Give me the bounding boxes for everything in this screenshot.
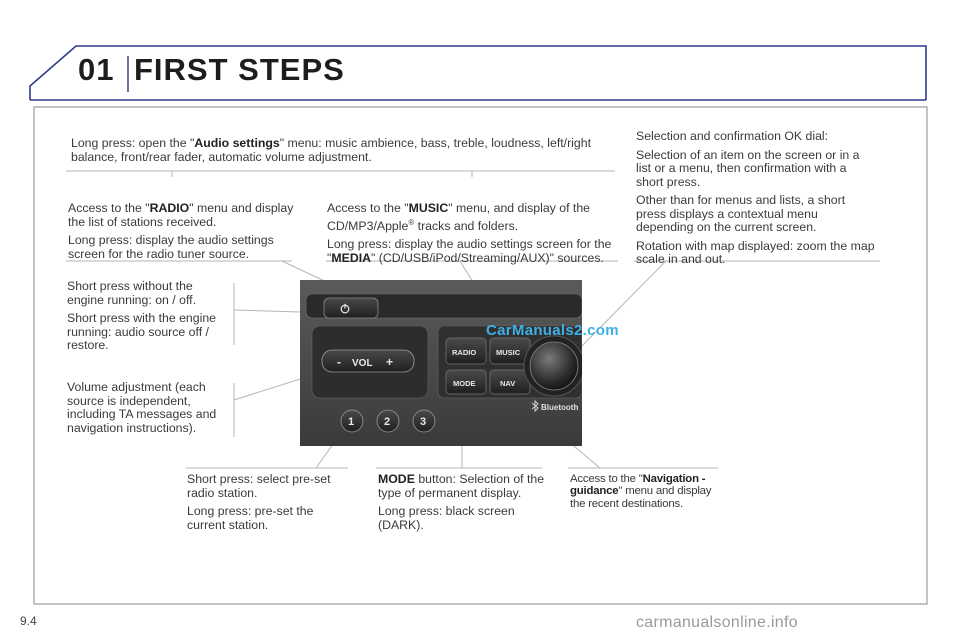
music-label: MUSIC [496, 348, 521, 357]
radio-text: Access to the "RADIO" menu and display t… [68, 201, 294, 261]
svg-text:1: 1 [348, 416, 354, 428]
mode-label: MODE [453, 379, 476, 388]
volume-label: VOL [352, 358, 373, 369]
bluetooth-label: Bluetooth [541, 403, 578, 412]
nav-text: Access to the "Navigation - guidance" me… [570, 473, 712, 510]
presets-text: Short press: select pre-set radio statio… [187, 472, 331, 532]
preset-button-2[interactable]: 2 [376, 409, 400, 433]
svg-text:2: 2 [384, 416, 390, 428]
mode-text: MODE button: Selection of the type of pe… [378, 472, 545, 532]
preset-button-1[interactable]: 1 [340, 409, 364, 433]
radio-device: - VOL + RADIO MUSIC MODE NAV Bluetooth 1… [300, 280, 582, 446]
radio-button[interactable]: RADIO [445, 337, 487, 365]
bluetooth-indicator: Bluetooth [531, 399, 578, 413]
power-text: Short press without the engine running: … [67, 279, 217, 352]
ok-dial[interactable] [523, 335, 582, 397]
volume-down-label: - [337, 355, 341, 369]
volume-rocker[interactable]: - VOL + [321, 349, 415, 373]
radio-label: RADIO [452, 348, 476, 357]
bluetooth-icon [531, 399, 539, 413]
preset-button-3[interactable]: 3 [412, 409, 436, 433]
power-button[interactable] [323, 297, 379, 319]
volume-up-label: + [386, 355, 393, 369]
svg-text:3: 3 [420, 416, 426, 428]
watermark-top: CarManuals2.com [486, 322, 619, 339]
content-panel [33, 106, 928, 605]
chapter-number: 01 [78, 52, 115, 87]
page-title: FIRST STEPS [134, 52, 345, 87]
volume-text: Volume adjustment (each source is indepe… [67, 380, 217, 435]
power-icon [340, 303, 350, 314]
nav-button[interactable]: NAV [489, 369, 531, 395]
nav-label: NAV [500, 379, 515, 388]
page-number: 9.4 [20, 614, 37, 628]
audio-settings-text: Long press: open the "Audio settings" me… [71, 136, 591, 164]
music-text: Access to the "MUSIC" menu, and display … [327, 201, 612, 265]
watermark-bottom: carmanualsonline.info [636, 614, 798, 631]
music-button[interactable]: MUSIC [489, 337, 531, 365]
mode-button[interactable]: MODE [445, 369, 487, 395]
header-outline [29, 45, 927, 100]
ok-dial-text: Selection and confirmation OK dial: Sele… [636, 129, 875, 266]
